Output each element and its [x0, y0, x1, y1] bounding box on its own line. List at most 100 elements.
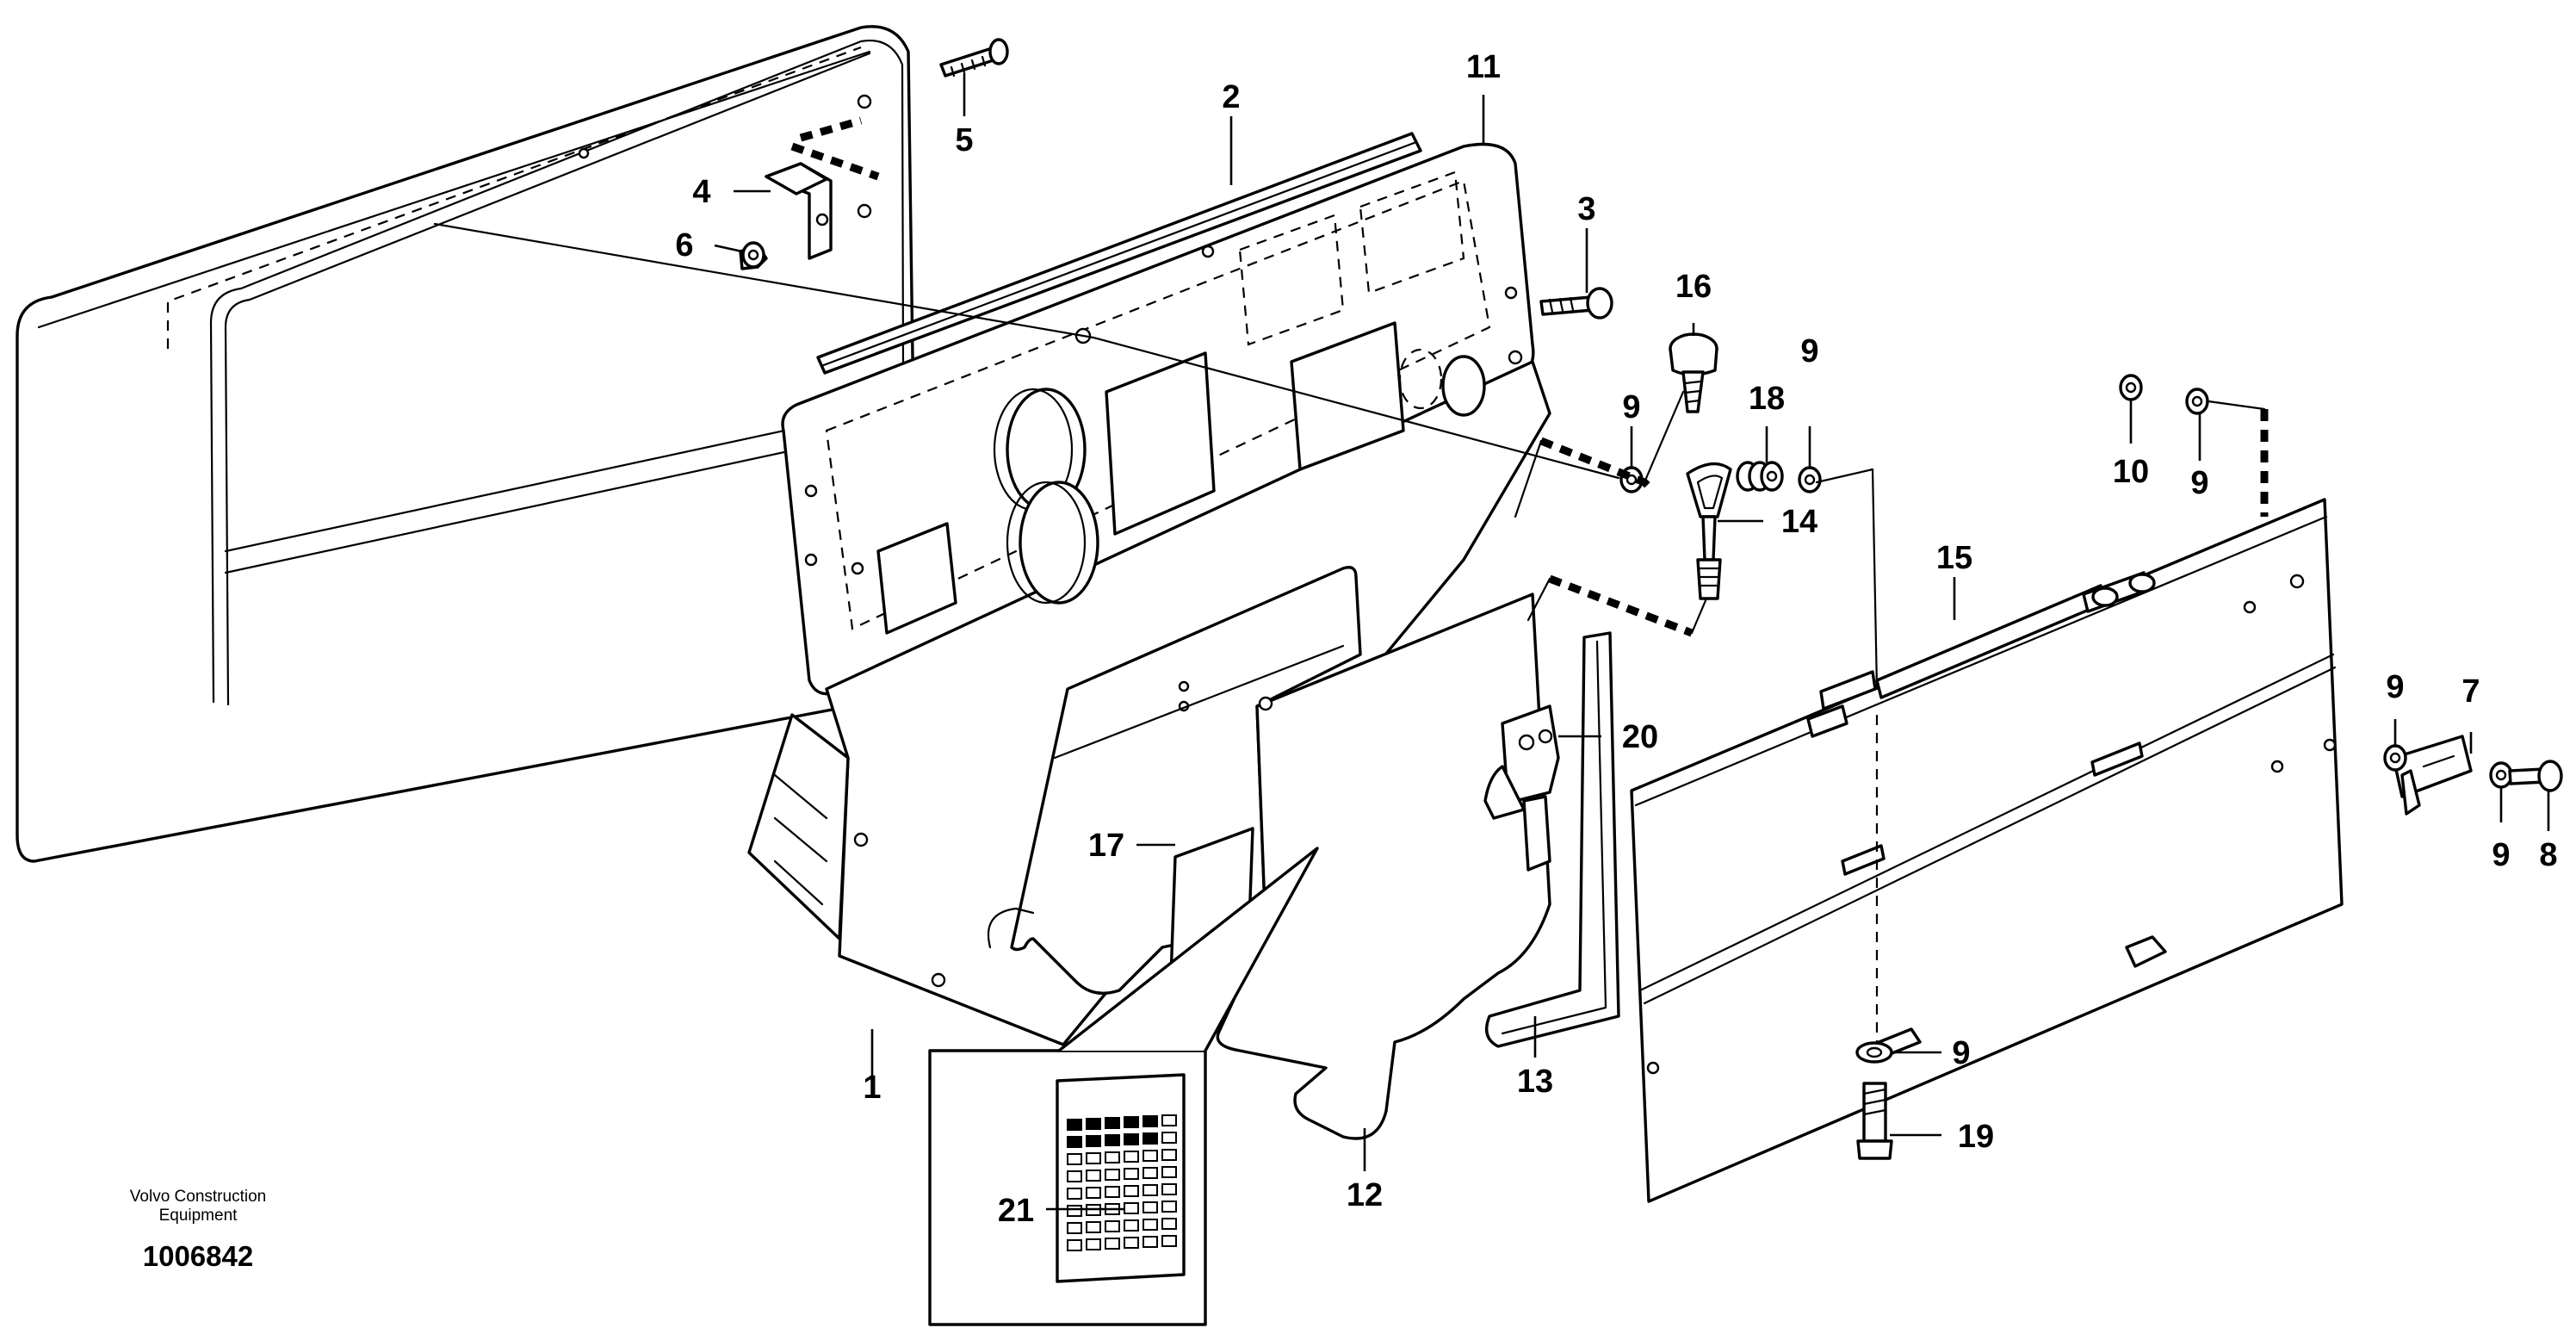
callout-9-b: 9 — [1800, 333, 1818, 369]
decal-cell — [1067, 1205, 1082, 1217]
decal-cell — [1105, 1169, 1120, 1181]
lock-handle — [2392, 735, 2473, 816]
decal-cell — [1161, 1218, 1177, 1230]
decal-cell — [1161, 1235, 1177, 1247]
decal-grid — [1067, 1114, 1177, 1251]
decal-cell — [1067, 1188, 1082, 1200]
decal-cell — [1105, 1117, 1120, 1129]
cab-frame — [15, 25, 920, 863]
credit-block: Volvo Construction Equipment 1006842 — [130, 1188, 266, 1272]
decal-cell — [1161, 1201, 1177, 1213]
decal-cell — [1105, 1186, 1120, 1198]
callout-21: 21 — [998, 1193, 1034, 1229]
hardware — [433, 38, 2563, 1160]
decal-cell — [1105, 1238, 1120, 1250]
decal-cell — [1086, 1118, 1101, 1130]
decal-cell — [1142, 1132, 1158, 1145]
decal-cell — [1161, 1166, 1177, 1178]
decal-cell — [1142, 1201, 1158, 1213]
callout-9-f: 9 — [1952, 1035, 1970, 1071]
screw-3 — [1539, 287, 1613, 320]
callout-labels: 1 2 3 4 5 6 7 8 9 9 9 9 9 9 10 11 12 13 … — [675, 49, 2557, 1229]
door-panel — [1630, 498, 2344, 1203]
decal-cell — [1067, 1170, 1082, 1182]
latch-20 — [1483, 704, 1560, 872]
decal-cell — [1067, 1119, 1082, 1131]
decal-cell — [1142, 1219, 1158, 1231]
decal-cell — [1086, 1135, 1101, 1147]
decal-cell — [1142, 1167, 1158, 1179]
decal-cell — [1142, 1236, 1158, 1248]
callout-11: 11 — [1466, 49, 1501, 85]
drawing-number: 1006842 — [143, 1240, 253, 1272]
decal-cell — [1124, 1219, 1139, 1232]
bolt-8 — [2508, 760, 2563, 792]
decal-cell — [1086, 1238, 1101, 1250]
callout-12: 12 — [1347, 1177, 1383, 1213]
decal-cell — [1067, 1222, 1082, 1234]
callout-19: 19 — [1958, 1119, 1994, 1155]
bracket-4 — [765, 162, 833, 260]
decal-cell — [1124, 1237, 1139, 1249]
callout-14: 14 — [1781, 504, 1817, 540]
knob-16 — [1669, 332, 1718, 413]
decal-cell — [1124, 1151, 1139, 1163]
callout-4: 4 — [692, 174, 710, 210]
nut-6 — [739, 241, 768, 270]
callout-5: 5 — [955, 122, 973, 158]
washer-9b — [1798, 466, 1822, 493]
callout-20: 20 — [1622, 719, 1658, 755]
decal-cell — [1086, 1187, 1101, 1199]
decal-cell — [1124, 1116, 1139, 1128]
callout-7: 7 — [2461, 673, 2480, 710]
callout-15: 15 — [1936, 540, 1972, 576]
callout-9-c: 9 — [2190, 465, 2208, 501]
washer-10 — [2119, 374, 2143, 401]
decal-cell — [1086, 1152, 1101, 1164]
decal-cell — [1086, 1170, 1101, 1182]
decal-cell — [1142, 1150, 1158, 1162]
decal-inset — [928, 847, 1319, 1326]
decal-cell — [1067, 1136, 1082, 1148]
decal-cell — [1067, 1239, 1082, 1251]
washer-9d — [2383, 744, 2407, 772]
decal-cell — [1142, 1115, 1158, 1127]
decal-cell — [1086, 1221, 1101, 1233]
decal-cell — [1142, 1184, 1158, 1196]
callout-13: 13 — [1517, 1064, 1553, 1100]
callout-8: 8 — [2539, 837, 2557, 873]
key-14 — [1686, 462, 1732, 600]
credit-line-2: Equipment — [159, 1207, 238, 1225]
screw-5 — [939, 38, 1009, 78]
decal-cell — [1124, 1168, 1139, 1180]
washer-9f — [1855, 1041, 1893, 1064]
decal-cell — [1161, 1149, 1177, 1161]
callout-9-a: 9 — [1622, 389, 1640, 425]
callout-9-e: 9 — [2492, 837, 2510, 873]
bolt-19 — [1856, 1082, 1893, 1160]
decal-cell — [1161, 1114, 1177, 1126]
callout-18: 18 — [1749, 381, 1785, 417]
decal-cell — [1124, 1185, 1139, 1197]
washer-9e — [2489, 761, 2513, 789]
decal-cell — [1067, 1153, 1082, 1165]
callout-3: 3 — [1577, 191, 1595, 227]
callout-16: 16 — [1675, 269, 1712, 305]
cover-plate — [987, 566, 1551, 1140]
leader-lines — [714, 73, 2550, 1211]
decal-cell — [1161, 1183, 1177, 1195]
callout-6: 6 — [675, 227, 693, 264]
decal-cell — [1124, 1133, 1139, 1145]
callout-2: 2 — [1222, 79, 1240, 115]
callout-1: 1 — [863, 1070, 881, 1106]
decal-cell — [1161, 1132, 1177, 1144]
washer-9c — [2185, 388, 2209, 415]
decal-cell — [1124, 1202, 1139, 1214]
callout-9-d: 9 — [2386, 669, 2404, 705]
gasket-strip — [816, 132, 1422, 375]
callout-10: 10 — [2113, 454, 2149, 490]
spring-washer-18 — [1736, 461, 1784, 492]
credit-line-1: Volvo Construction — [130, 1188, 266, 1206]
decal-cell — [1105, 1134, 1120, 1146]
